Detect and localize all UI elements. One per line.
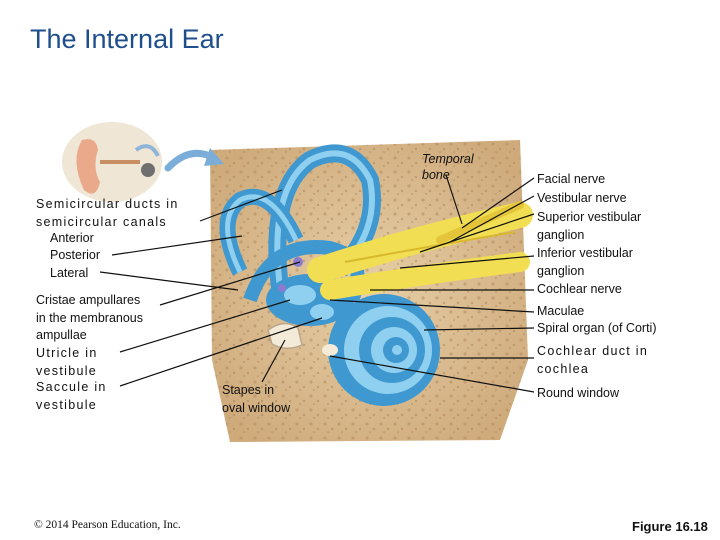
spiral-organ-label: Spiral organ (of Corti) bbox=[537, 321, 657, 335]
lateral-label: Lateral bbox=[50, 266, 89, 280]
ear-thumbnail bbox=[62, 122, 162, 202]
copyright-notice: © 2014 Pearson Education, Inc. bbox=[34, 519, 181, 531]
superior-ganglion-label: Superior vestibular ganglion bbox=[537, 210, 642, 242]
posterior-label: Posterior bbox=[50, 248, 101, 262]
figure-number: Figure 16.18 bbox=[632, 519, 708, 534]
stapes-label: Stapes in oval window bbox=[222, 383, 291, 415]
semicircular-label: Semicircular ducts in semicircular canal… bbox=[36, 197, 179, 229]
facial-nerve-label: Facial nerve bbox=[537, 172, 606, 186]
cochlea bbox=[328, 294, 440, 406]
inferior-ganglion-label: Inferior vestibular ganglion bbox=[537, 246, 633, 278]
vestibular-nerve-label: Vestibular nerve bbox=[537, 191, 627, 205]
cristae-label: Cristae ampullares in the membranous amp… bbox=[36, 293, 144, 342]
leader-lines bbox=[99, 174, 535, 393]
saccule-label: Saccule in vestibule bbox=[36, 380, 107, 412]
utricle-label: Utricle in vestibule bbox=[36, 346, 98, 378]
anterior-label: Anterior bbox=[50, 231, 94, 245]
page-title: The Internal Ear bbox=[30, 24, 224, 54]
vestibulocochlear-nerve bbox=[307, 201, 533, 300]
temporal-bone-label: Temporal bone bbox=[422, 152, 474, 182]
cochlear-duct-label: Cochlear duct in cochlea bbox=[537, 344, 649, 376]
round-window-label: Round window bbox=[537, 386, 619, 400]
stapes bbox=[267, 322, 303, 349]
maculae-label: Maculae bbox=[537, 304, 585, 318]
round-window bbox=[322, 344, 338, 356]
cochlear-nerve-label: Cochlear nerve bbox=[537, 282, 622, 296]
